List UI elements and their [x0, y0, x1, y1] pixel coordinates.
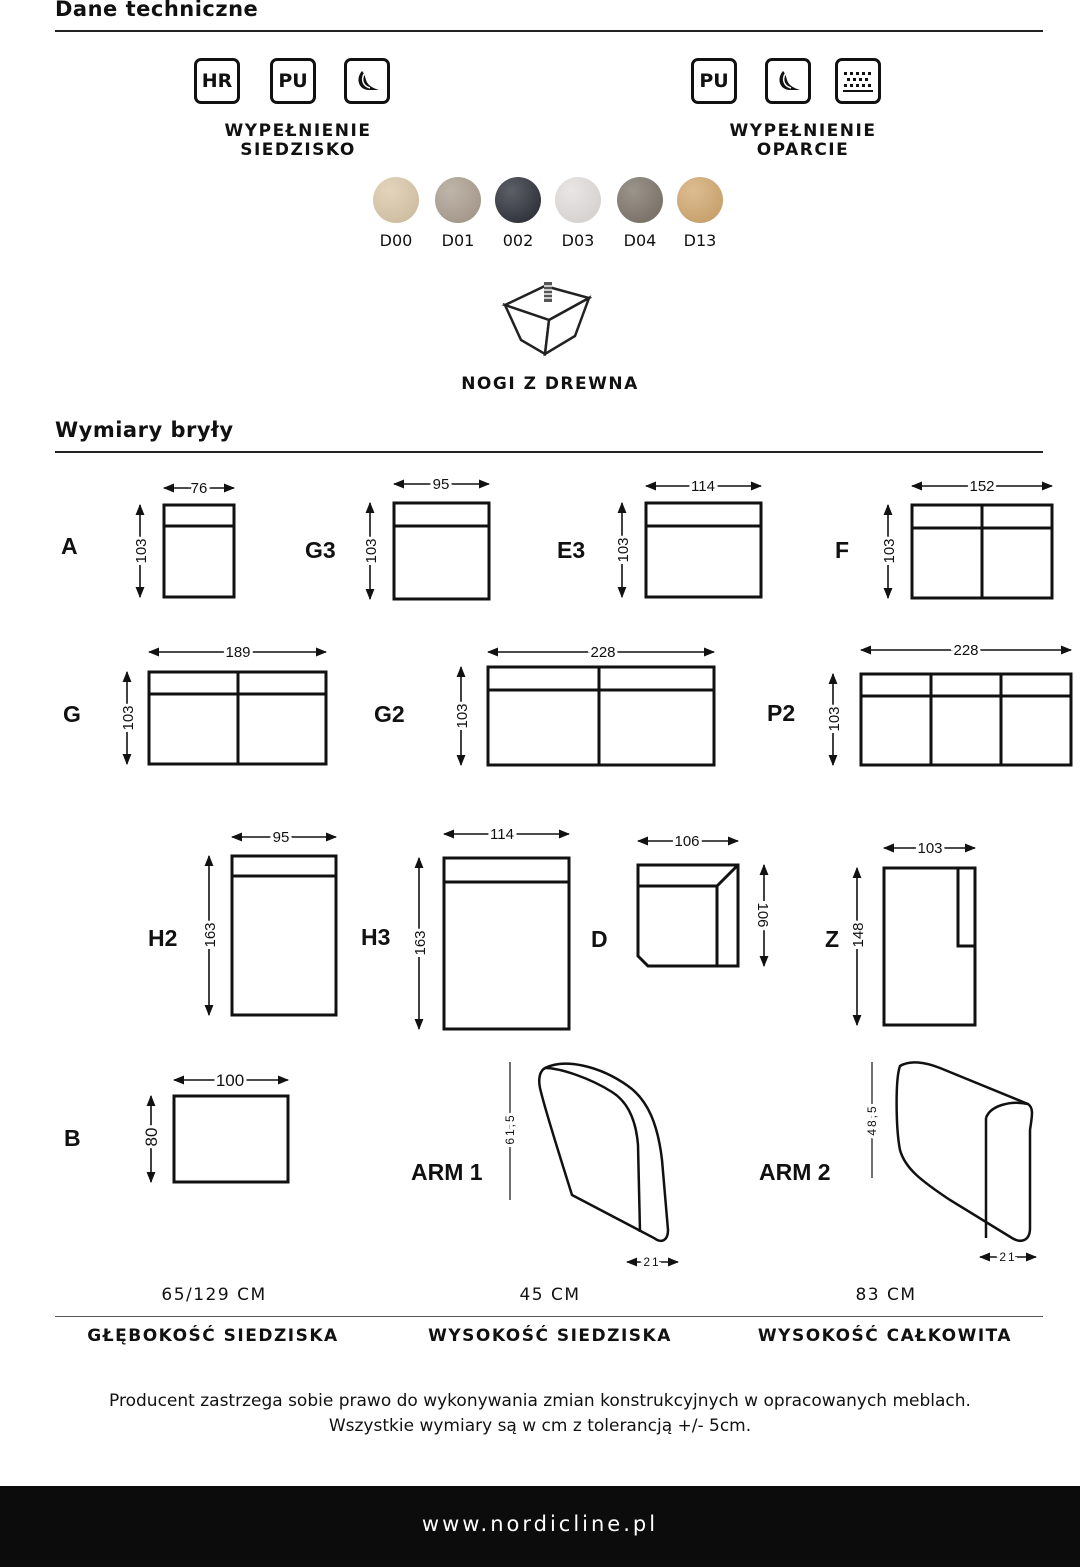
divider — [55, 451, 1043, 453]
total-height-label: WYSOKOŚĆ CAŁKOWITA — [757, 1326, 1013, 1346]
dim-E3-height: 103 — [615, 537, 632, 562]
finish-swatch-D00 — [373, 177, 419, 223]
dim-ARM2-width: 21 — [999, 1250, 1016, 1264]
seat-depth-label: GŁĘBOKOŚĆ SIEDZISKA — [87, 1326, 339, 1346]
pu-foam-icon: PU — [270, 58, 316, 104]
dim-A-width: 76 — [191, 480, 208, 497]
module-label-B: B — [64, 1125, 81, 1151]
dim-P2-height: 103 — [826, 706, 843, 731]
disclaimer-line-1: Producent zastrzega sobie prawo do wykon… — [109, 1391, 971, 1411]
dim-F-height: 103 — [881, 538, 898, 563]
seat-height-label: WYSOKOŚĆ SIEDZISKA — [428, 1326, 672, 1346]
soft-comfort-icon — [765, 58, 811, 104]
pu-foam-icon: PU — [691, 58, 737, 104]
module-drawings: 76 103 95 103 114 103 152 103 189 103 22… — [117, 473, 1073, 1272]
dim-G2-height: 103 — [454, 703, 471, 728]
finish-code-D00: D00 — [379, 231, 413, 250]
dim-B-height: 80 — [142, 1128, 161, 1147]
dim-G-width: 189 — [225, 644, 250, 661]
module-label-F: F — [835, 537, 850, 563]
module-label-G2: G2 — [374, 701, 405, 727]
hr-foam-icon: HR — [194, 58, 240, 104]
finish-code-002: 002 — [502, 231, 534, 250]
module-label-G: G — [63, 701, 81, 727]
total-height-value: 83 CM — [855, 1285, 917, 1305]
module-label-A: A — [61, 533, 78, 559]
finish-swatch-D01 — [435, 177, 481, 223]
dim-G-height: 103 — [120, 705, 137, 730]
legs-caption: NOGI Z DREWNA — [461, 374, 639, 394]
disclaimer-line-2: Wszystkie wymiary są w cm z tolerancją +… — [328, 1416, 752, 1436]
module-label-ARM2: ARM 2 — [759, 1159, 831, 1185]
dim-ARM2-height: 48,5 — [865, 1104, 879, 1135]
module-label-Z: Z — [825, 926, 840, 952]
module-label-P2: P2 — [767, 700, 796, 726]
dim-G3-width: 95 — [433, 476, 450, 493]
seat-height-value: 45 CM — [519, 1285, 581, 1305]
dim-ARM1-height: 61,5 — [503, 1113, 517, 1144]
dim-Z-width: 103 — [917, 840, 942, 857]
dim-Z-height: 148 — [850, 922, 867, 947]
module-label-D: D — [591, 926, 608, 952]
finish-swatch-D03 — [555, 177, 601, 223]
seat-depth-value: 65/129 CM — [161, 1285, 267, 1305]
finish-code-D04: D04 — [623, 231, 657, 250]
divider — [55, 1316, 1043, 1317]
module-label-E3: E3 — [557, 537, 586, 563]
module-label-H3: H3 — [361, 924, 391, 950]
dim-E3-width: 114 — [691, 478, 715, 495]
soft-comfort-icon — [344, 58, 390, 104]
footer-bar — [0, 1486, 1080, 1567]
dim-H3-width: 114 — [490, 826, 514, 843]
dim-P2-width: 228 — [953, 642, 978, 659]
dim-H2-height: 163 — [202, 922, 219, 947]
pocket-spring-icon — [835, 58, 881, 104]
finish-code-D03: D03 — [561, 231, 595, 250]
footer-website-link[interactable]: www.nordicline.pl — [421, 1512, 659, 1536]
dim-H2-width: 95 — [273, 829, 290, 846]
divider — [55, 30, 1043, 32]
dim-A-height: 103 — [133, 538, 150, 563]
finish-swatch-D04 — [617, 177, 663, 223]
dim-F-width: 152 — [969, 478, 994, 495]
module-label-H2: H2 — [148, 925, 178, 951]
finish-swatch-002 — [495, 177, 541, 223]
finish-code-D13: D13 — [683, 231, 717, 250]
module-label-ARM1: ARM 1 — [411, 1159, 483, 1185]
dim-B-width: 100 — [216, 1071, 244, 1090]
finish-swatch-D13 — [677, 177, 723, 223]
dim-G3-height: 103 — [363, 538, 380, 563]
dim-D-height: 106 — [754, 902, 771, 927]
dim-G2-width: 228 — [590, 644, 615, 661]
dim-D-width: 106 — [674, 833, 699, 850]
section-title-technical: Dane techniczne — [55, 0, 259, 21]
dim-ARM1-width: 21 — [643, 1255, 660, 1269]
wooden-leg-icon — [501, 282, 593, 357]
module-label-G3: G3 — [305, 537, 336, 563]
dim-H3-height: 163 — [412, 930, 429, 955]
finish-code-D01: D01 — [441, 231, 475, 250]
section-title-dimensions: Wymiary bryły — [55, 418, 234, 442]
